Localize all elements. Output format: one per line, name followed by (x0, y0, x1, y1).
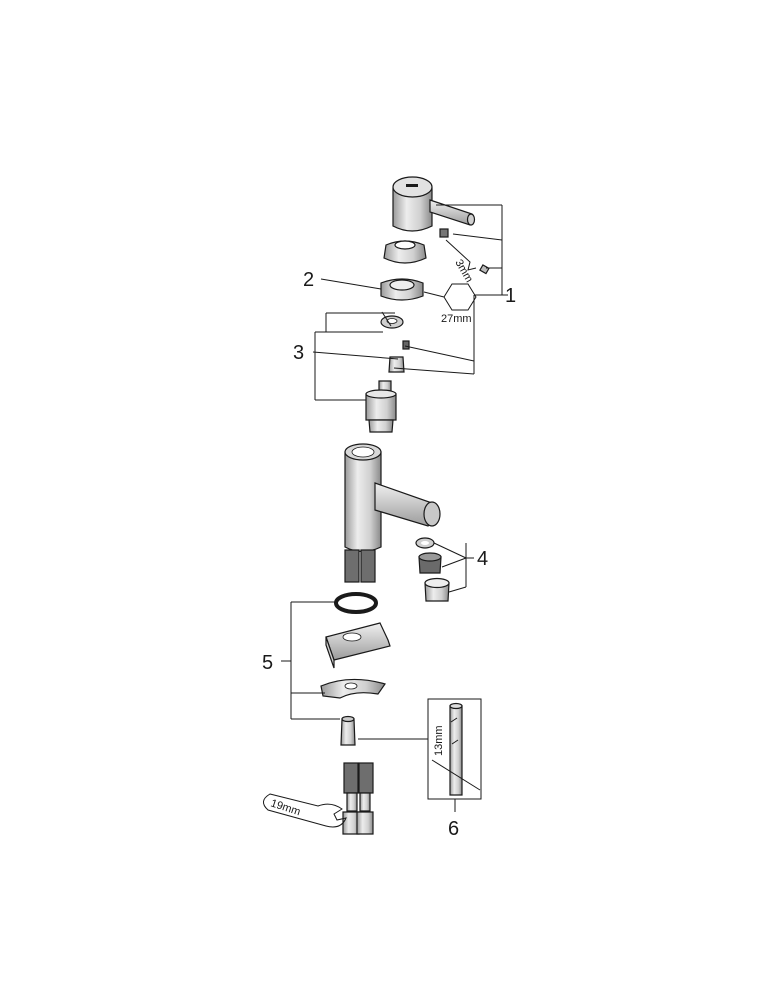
cover-cap (383, 240, 427, 264)
mounting-bracket (325, 622, 391, 669)
supply-hoses (342, 762, 374, 835)
fixing-plate (320, 678, 386, 699)
socket-tool-frame (427, 698, 482, 800)
aerator-washer (415, 537, 435, 549)
aerator-housing (424, 577, 450, 602)
cartridge (365, 380, 397, 433)
callout-5: 5 (262, 652, 273, 674)
allen-key-size-label: 3mm (452, 258, 475, 285)
callout-3: 3 (293, 342, 304, 364)
threaded-stud (340, 715, 356, 746)
callout-4: 4 (477, 548, 488, 570)
cartridge-screw (402, 340, 410, 350)
cartridge-nut (380, 278, 424, 301)
seal-ring (380, 315, 404, 329)
grub-screw (439, 228, 449, 238)
allen-key-icon (445, 239, 477, 271)
leader-lines (281, 204, 508, 812)
aerator-insert (418, 552, 442, 574)
wrench-icon (263, 793, 347, 828)
callout-6: 6 (448, 818, 459, 840)
callout-1: 1 (505, 285, 516, 307)
tap-body (344, 443, 441, 553)
callout-2: 2 (303, 269, 314, 291)
o-ring (334, 592, 378, 614)
lever-handle (392, 176, 476, 232)
hex-nut-icon (443, 283, 477, 311)
plug-cap (479, 264, 490, 275)
socket-size-label: 13mm (433, 725, 445, 756)
hex-nut-size-label: 27mm (441, 313, 472, 325)
tap-hoses (344, 549, 376, 583)
